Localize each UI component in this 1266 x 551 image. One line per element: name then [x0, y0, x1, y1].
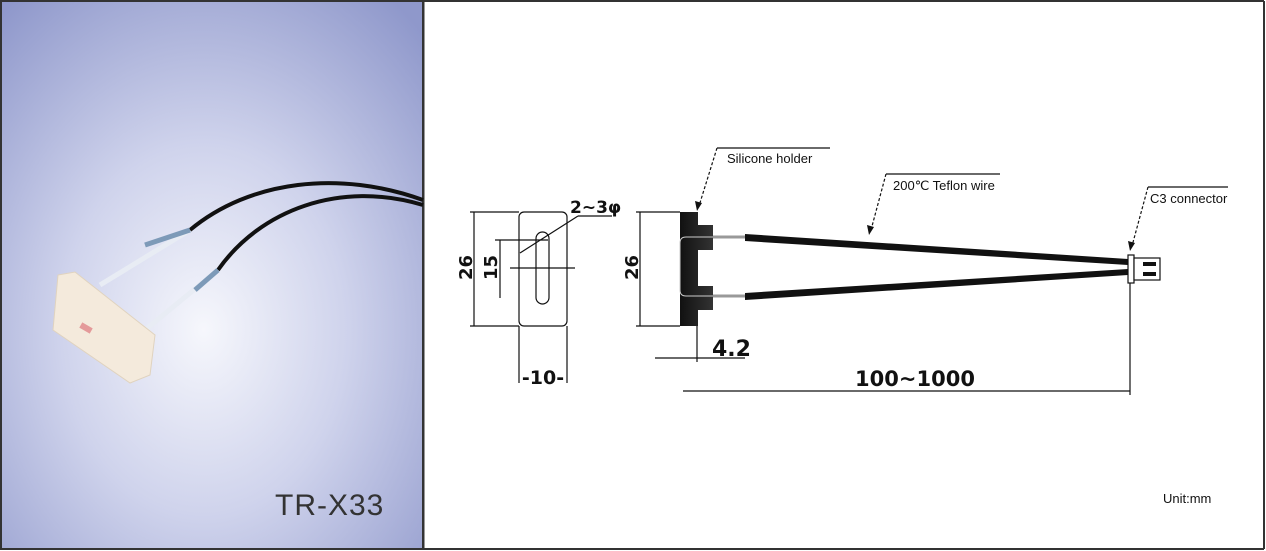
- dim-side-height: 26: [622, 255, 643, 280]
- dim-front-width: -10-: [522, 367, 564, 389]
- front-view: 26 15 2~3φ -10-: [456, 198, 621, 389]
- dim-hole-diameter: 2~3φ: [570, 198, 621, 218]
- label-teflon-wire: 200℃ Teflon wire: [893, 178, 995, 193]
- label-silicone-holder: Silicone holder: [727, 151, 813, 166]
- side-view: 26 4.2 100~1000: [622, 211, 1161, 395]
- drawing-frame: [423, 0, 1265, 550]
- dim-wire-length: 100~1000: [855, 367, 975, 391]
- label-connector: C3 connector: [1150, 191, 1228, 206]
- callout-teflon-wire: 200℃ Teflon wire: [867, 173, 1000, 235]
- teflon-wire-lower: [745, 269, 1128, 300]
- unit-label: Unit:mm: [1163, 491, 1211, 506]
- dim-thickness: 4.2: [712, 337, 751, 362]
- c3-connector: [1127, 254, 1161, 284]
- product-photo-panel: TR-X33: [0, 0, 424, 550]
- sensor-photo: [52, 181, 424, 384]
- model-name: TR-X33: [275, 489, 384, 522]
- callout-silicone-holder: Silicone holder: [695, 147, 830, 211]
- dim-slot-length: 15: [481, 255, 502, 280]
- teflon-wire-upper: [745, 234, 1128, 265]
- silicone-holder: [680, 212, 713, 326]
- callout-connector: C3 connector: [1128, 186, 1228, 251]
- dim-front-height: 26: [456, 255, 477, 280]
